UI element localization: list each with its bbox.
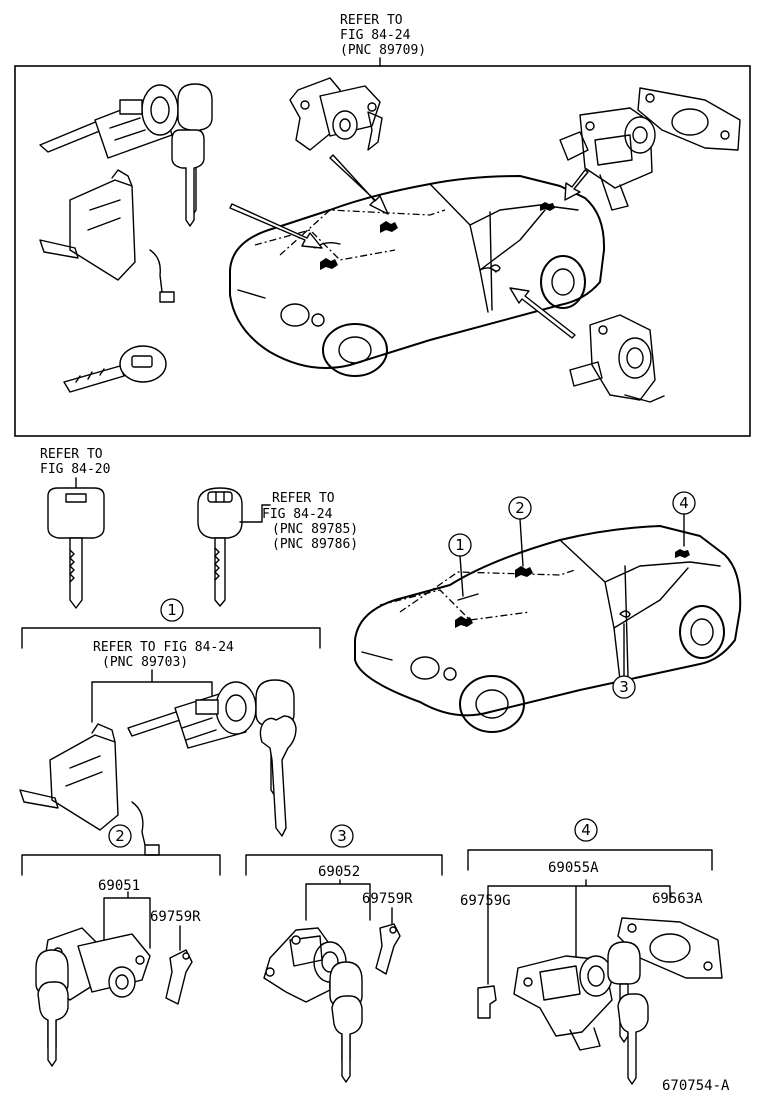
key-pair-top <box>171 83 213 227</box>
key-refer-left-line2: FIG 84-20 <box>40 462 110 477</box>
group-2: 2 69051 69759R <box>21 824 221 1067</box>
callout-2-car: 2 <box>515 499 525 517</box>
callout-2-group: 2 <box>115 827 125 845</box>
figure-id: 670754-A <box>662 1078 730 1094</box>
pointer-arrows-top <box>229 154 589 339</box>
group-4: 4 69055A 69759G 69563A <box>460 818 723 1085</box>
top-refer-note: REFER TO FIG 84-24 (PNC 89709) <box>340 13 426 67</box>
car-outline-top <box>229 175 606 377</box>
callout-4-group: 4 <box>581 821 591 839</box>
callout-1-group: 1 <box>167 601 177 619</box>
group-1: 1 REFER TO FIG 84-24 (PNC 89703) <box>19 598 321 856</box>
group-3: 3 69052 69759R <box>245 824 443 1083</box>
key-refer-right-note: REFER TO FIG 84-24 (PNC 89785) (PNC 8978… <box>239 491 358 552</box>
door-lock-top-lower-right <box>569 314 665 403</box>
group2-part-sub: 69759R <box>150 909 201 925</box>
key-refer-right-line2: FIG 84-24 <box>262 507 333 522</box>
key-refer-right-line1: REFER TO <box>272 491 335 506</box>
key-right <box>197 487 243 607</box>
car-outline-lower <box>354 525 742 733</box>
door-lock-top-right <box>559 107 656 211</box>
group4-part-main: 69055A <box>548 860 599 876</box>
group3-part-sub: 69759R <box>362 891 413 907</box>
top-refer-line2: FIG 84-24 <box>340 28 411 43</box>
callout-3-group: 3 <box>337 827 347 845</box>
key-refer-left-note: REFER TO FIG 84-20 <box>40 447 110 489</box>
top-refer-line1: REFER TO <box>340 13 403 28</box>
group4-part-right: 69563A <box>652 891 703 907</box>
callout-3-car: 3 <box>619 678 629 696</box>
key-top-bottom <box>63 345 167 393</box>
ignition-cylinder-top <box>39 84 179 159</box>
top-refer-line3: (PNC 89709) <box>340 43 426 58</box>
lock-plate-top-right <box>637 87 741 151</box>
group4-part-left: 69759G <box>460 893 511 909</box>
ecu-bracket-top <box>39 169 175 303</box>
key-left <box>47 487 105 609</box>
group1-refer-line1: REFER TO FIG 84-24 <box>93 640 234 655</box>
key-refer-right-line3: (PNC 89785) <box>272 522 358 537</box>
group3-part-main: 69052 <box>318 864 360 880</box>
key-refer-right-line4: (PNC 89786) <box>272 537 358 552</box>
top-reference-frame <box>14 65 751 437</box>
callout-1-car: 1 <box>455 536 465 554</box>
lower-car-callouts: 1 2 3 4 <box>448 491 696 699</box>
key-refer-left-line1: REFER TO <box>40 447 103 462</box>
group2-part-main: 69051 <box>98 878 140 894</box>
group1-refer-line2: (PNC 89703) <box>102 655 188 670</box>
callout-4-car: 4 <box>679 494 689 512</box>
trunk-lock-top-center <box>289 77 383 151</box>
